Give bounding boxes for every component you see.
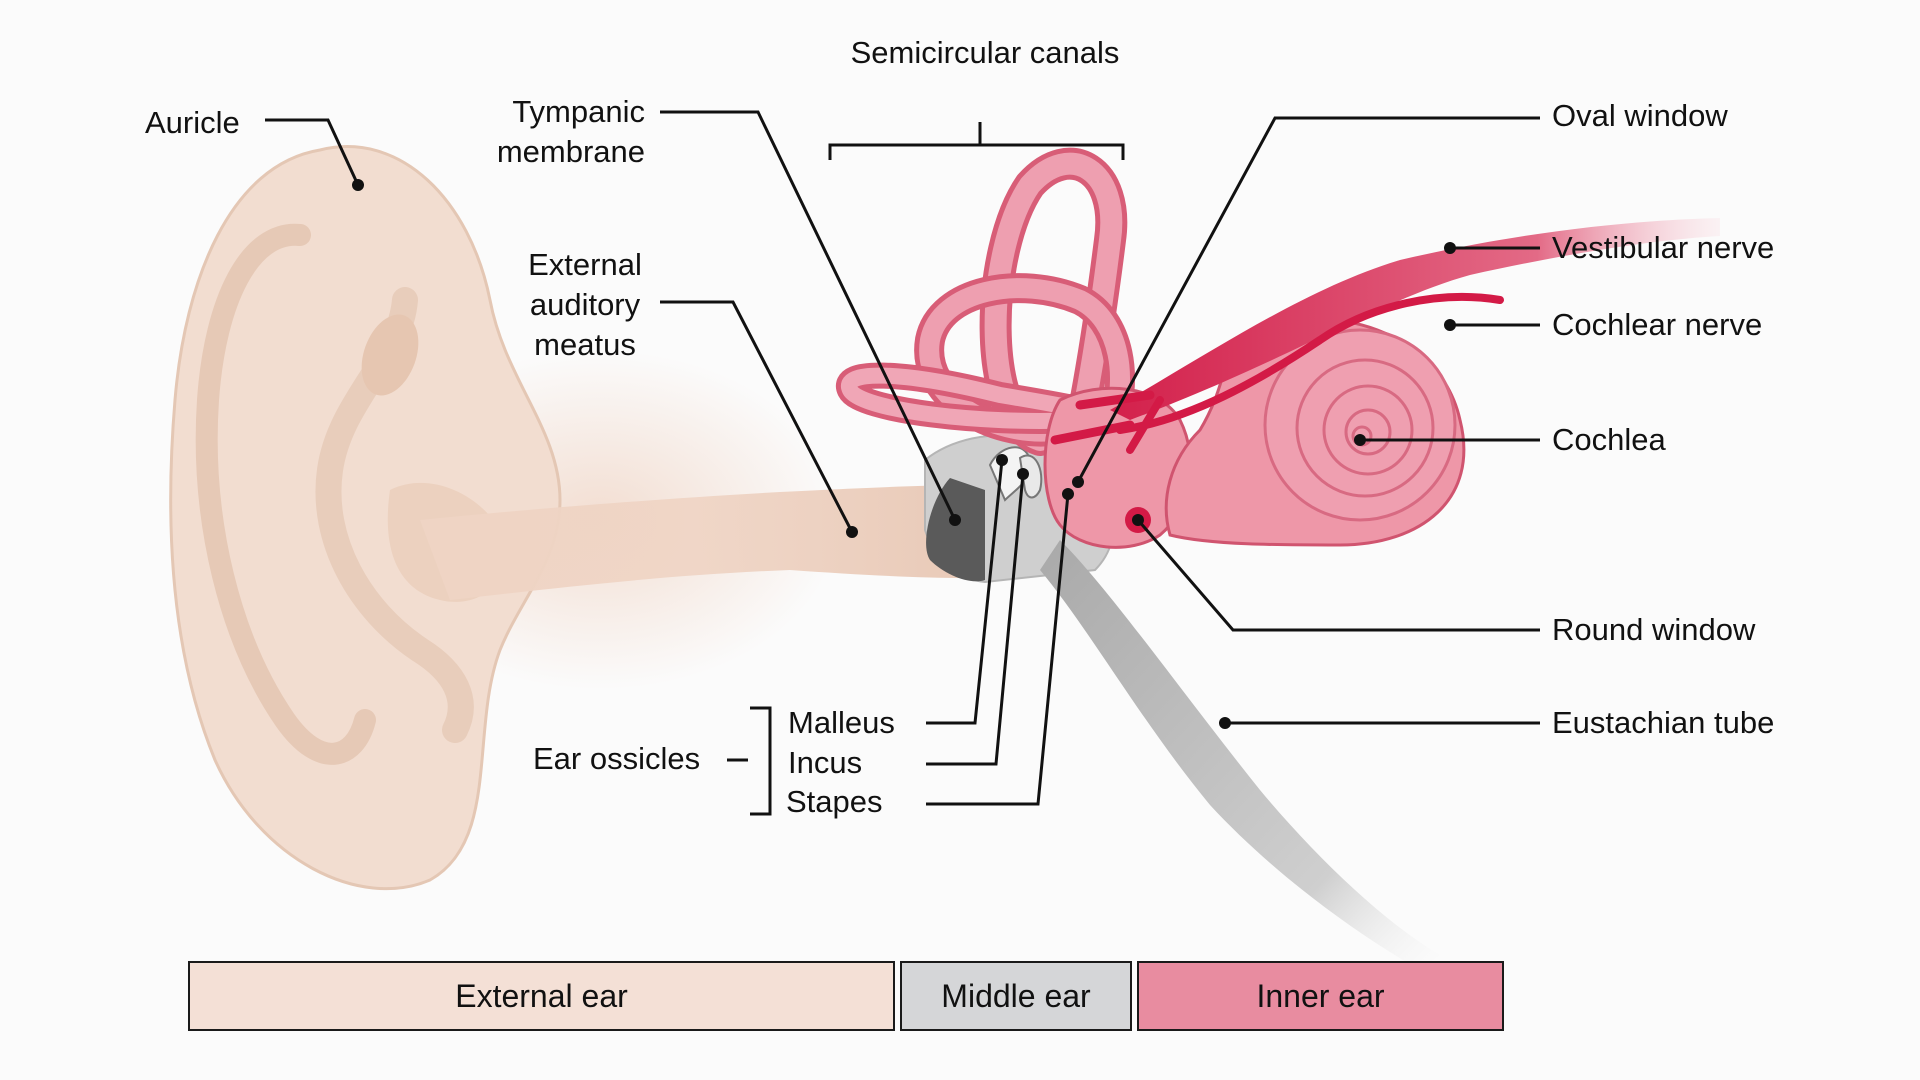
cochlea-shape bbox=[1164, 317, 1466, 547]
tympanic-membrane-shape bbox=[926, 478, 985, 582]
nerve-branch-3 bbox=[1126, 396, 1164, 454]
leader-dots bbox=[352, 179, 1456, 729]
region-band-external-ear: External ear bbox=[188, 961, 895, 1031]
leader-lines bbox=[265, 110, 1540, 816]
label-cochlear-nerve: Cochlear nerve bbox=[1552, 307, 1763, 342]
region-band-inner-ear: Inner ear bbox=[1137, 961, 1504, 1031]
label-eustachian-tube: Eustachian tube bbox=[1552, 705, 1775, 740]
semicircular-canals-shape bbox=[836, 147, 1135, 456]
vestibulocochlear-nerve-shape bbox=[1110, 218, 1720, 420]
auricle-helix-fold bbox=[195, 223, 376, 765]
label-stapes: Stapes bbox=[786, 784, 883, 819]
label-semicircular-canals: Semicircular canals bbox=[850, 35, 1120, 70]
cochlear-nerve-branch bbox=[1116, 292, 1504, 434]
label-incus: Incus bbox=[788, 745, 863, 780]
label-ear-ossicles: Ear ossicles bbox=[533, 741, 701, 776]
auricle-fossa bbox=[361, 314, 419, 396]
label-auricle: Auricle bbox=[145, 105, 240, 140]
label-malleus: Malleus bbox=[788, 705, 895, 740]
region-band-middle-ear: Middle ear bbox=[900, 961, 1132, 1031]
label-vestibular-nerve: Vestibular nerve bbox=[1552, 230, 1775, 265]
label-external-auditory-meatus: External auditory meatus bbox=[528, 247, 642, 362]
ear-canal-shape bbox=[420, 485, 965, 600]
label-tympanic-membrane: Tympanic membrane bbox=[496, 94, 645, 169]
nerve-branch-2 bbox=[1050, 420, 1135, 445]
nerve-branch-1 bbox=[1075, 390, 1155, 410]
label-cochlea: Cochlea bbox=[1552, 422, 1666, 457]
label-oval-window: Oval window bbox=[1552, 98, 1728, 133]
eustachian-tube-shape bbox=[1040, 540, 1440, 970]
label-round-window: Round window bbox=[1552, 612, 1756, 647]
